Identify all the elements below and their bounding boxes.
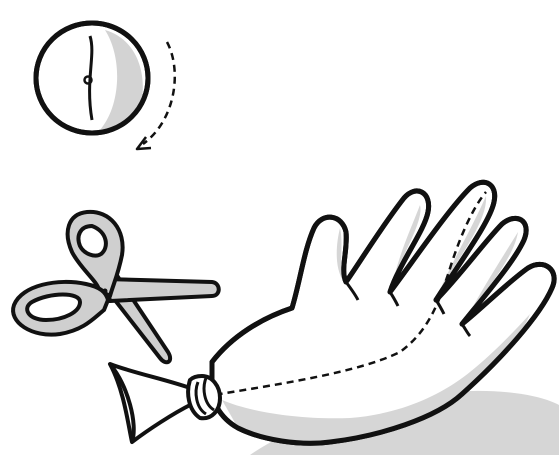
glove-shade-thumb [336, 228, 344, 282]
knot-bow [108, 362, 194, 444]
glove-shade-finger1 [394, 205, 421, 278]
scissors-left-handle [11, 279, 110, 337]
scissors-icon [11, 209, 221, 365]
rolled-ball-icon [33, 20, 151, 136]
glove-shade-bottom [222, 314, 530, 444]
glove-shade-finger3 [470, 232, 518, 312]
glove-outline [209, 179, 557, 446]
scissors-top-handle [65, 209, 125, 298]
tied-knot-icon [108, 362, 223, 444]
scissors-upper-blade [103, 277, 221, 303]
curved-dashed-arrow-icon [135, 41, 177, 151]
